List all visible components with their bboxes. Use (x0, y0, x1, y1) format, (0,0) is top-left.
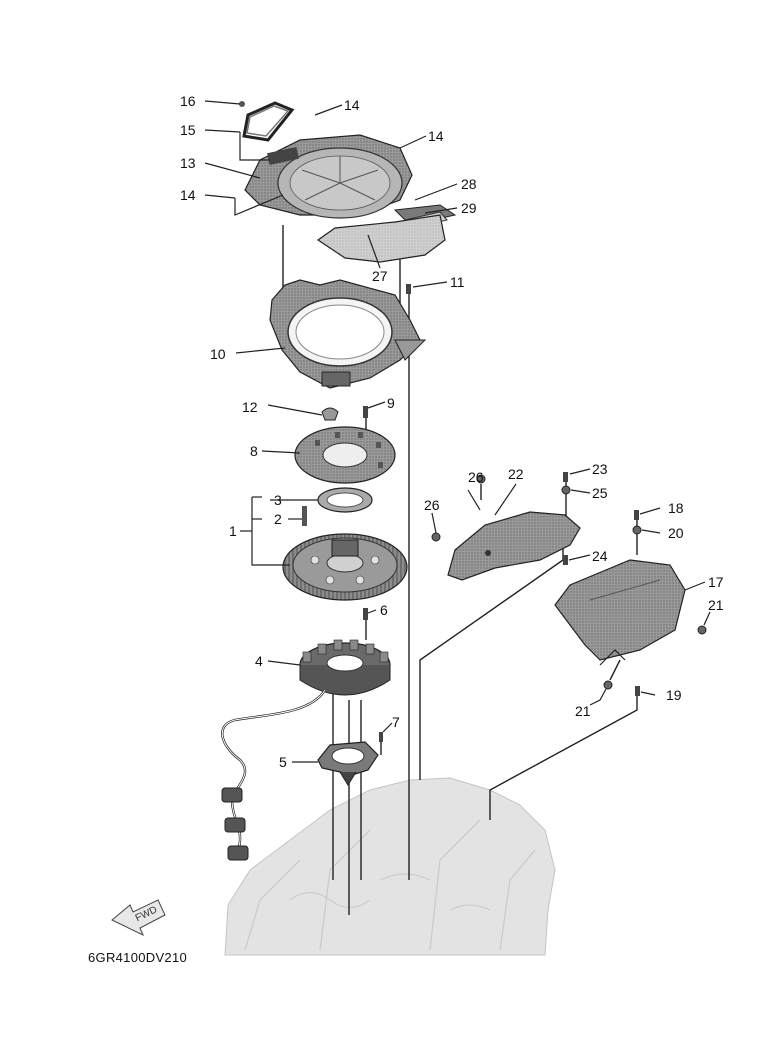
callout-15: 15 (180, 122, 196, 138)
stator-wire-harness (221, 689, 327, 861)
part-23-25-bolt (561, 472, 571, 565)
callout-21-bottom: 21 (575, 703, 591, 719)
callout-4: 4 (255, 653, 263, 669)
callout-8: 8 (250, 443, 258, 459)
fwd-arrow: FWD (111, 899, 166, 937)
callout-23: 23 (592, 461, 608, 477)
callout-29: 29 (461, 200, 477, 216)
part-4-stator (299, 639, 391, 696)
callout-labels: 16 15 13 14 14 14 28 29 27 11 10 12 9 8 … (180, 93, 724, 770)
part-1-flywheel (282, 533, 408, 601)
part-12-clip (321, 407, 339, 421)
part-9-bolt (363, 406, 368, 418)
callout-18: 18 (668, 500, 684, 516)
part-3-washer (317, 487, 373, 513)
callout-leaders (204, 100, 711, 763)
callout-11: 11 (450, 274, 465, 290)
engine-block (224, 777, 556, 956)
part-10-stator-housing (269, 279, 427, 389)
callout-14-right: 14 (428, 128, 444, 144)
callout-16: 16 (180, 93, 196, 109)
part-17-cover (554, 559, 686, 661)
part-15-seal (242, 101, 295, 142)
part-18-20-bolt (603, 510, 707, 696)
callout-20: 20 (668, 525, 684, 541)
callout-17: 17 (708, 574, 724, 590)
callout-2: 2 (274, 511, 282, 527)
part-22-cover (447, 511, 581, 581)
part-26-grommet (431, 474, 486, 542)
callout-6: 6 (380, 602, 388, 618)
callout-13: 13 (180, 155, 196, 171)
callout-26-top: 26 (468, 469, 484, 485)
callout-24: 24 (592, 548, 608, 564)
part-6-bolt (363, 608, 368, 620)
part-8-plate (294, 426, 396, 484)
callout-26-left: 26 (424, 497, 440, 513)
part-11-bolt (406, 284, 411, 294)
callout-7: 7 (392, 714, 400, 730)
part-2-bolt (302, 506, 307, 526)
callout-14-top: 14 (344, 97, 360, 113)
callout-5: 5 (279, 754, 287, 770)
part-5-bracket (317, 741, 379, 786)
part-13-flywheel-cover (244, 134, 413, 219)
callout-19: 19 (666, 687, 682, 703)
part-16-screw (239, 101, 245, 107)
callout-27: 27 (372, 268, 388, 284)
callout-3: 3 (274, 492, 282, 508)
part-7-screw (379, 732, 383, 742)
part-27-lower-cover (316, 214, 446, 263)
callout-28: 28 (461, 176, 477, 192)
callout-22: 22 (508, 466, 524, 482)
callout-1: 1 (229, 523, 237, 539)
callout-12: 12 (242, 399, 258, 415)
callout-25: 25 (592, 485, 608, 501)
diagram-code: 6GR4100DV210 (88, 950, 187, 965)
callout-14-left: 14 (180, 187, 196, 203)
callout-10: 10 (210, 346, 226, 362)
callout-21-right: 21 (708, 597, 724, 613)
callout-9: 9 (387, 395, 395, 411)
